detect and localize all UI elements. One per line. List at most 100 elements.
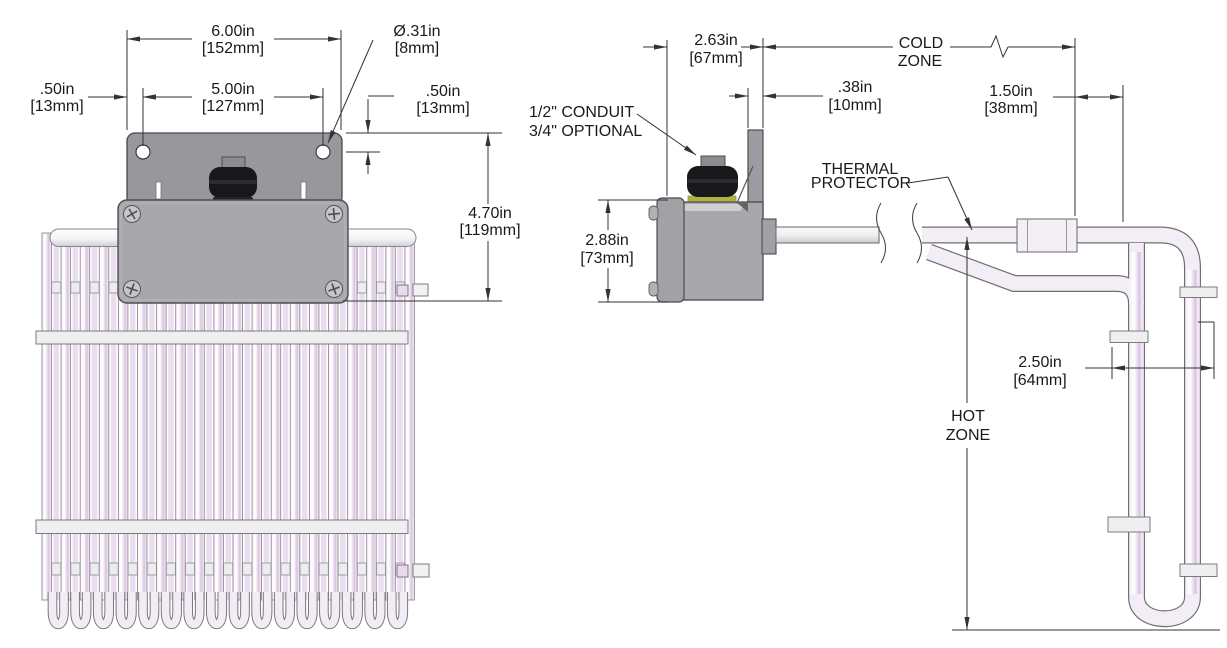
rear-tab [70,281,81,294]
back-tube [110,246,117,600]
front-tube-tint [1129,252,1144,594]
plate-slot-right [300,181,307,200]
tube-loop-fill [922,227,1200,626]
front-tube [60,232,72,601]
dim-width-mm: [152mm] [202,40,264,57]
front-tube [366,232,377,601]
side-tab-upper-inner [396,284,409,297]
dim-edge-mm: [13mm] [30,98,83,115]
gland-ring-side [687,179,738,183]
u-bend-fill [71,592,91,629]
tube-tab [1109,330,1149,343]
junction-box-side [648,129,777,303]
rear-tab [261,562,272,576]
dim-width-in: 6.00in [211,23,255,40]
element-side [775,202,1218,628]
flange-screw-bottom [648,281,659,297]
dim-edge-in: .50in [40,81,75,98]
leader-hole-dia [327,39,374,144]
dim-drop-mm: [13mm] [416,100,469,117]
bracket-notch [736,202,748,212]
bracket-gusset-edge [736,165,754,204]
u-bend-fill [93,592,114,629]
conduit-label-1: 1/2" CONDUIT [529,104,634,121]
back-tube [263,246,270,600]
dim-holes-in: 5.00in [211,81,255,98]
cold-zone-label-2: ZONE [898,53,942,70]
box-body-side [680,201,764,301]
leader-thermal-2 [947,176,973,231]
bottom-u-bends [47,592,409,630]
hot-zone-label-2: ZONE [946,427,990,444]
box-top-highlight [684,204,742,211]
dim-break-zigzag [985,34,1009,59]
u-bend-fill [387,592,408,629]
back-tube [321,246,327,600]
rear-tab [70,562,81,576]
tube-tab [1107,516,1151,533]
front-tube [347,232,358,601]
box-flange-side [656,197,685,303]
back-tube [206,246,212,600]
back-tube [378,246,384,600]
heating-element-front [35,228,430,630]
junction-box-front [117,199,349,304]
dim-bracket-in: .38in [838,79,873,96]
u-bend-fill [184,592,204,629]
rear-tab [242,562,253,576]
cover-screw [325,280,343,298]
mounting-hole-right [315,144,331,160]
rear-tab [146,562,157,576]
u-bend-fill [206,592,227,629]
dim-drop-in: .50in [426,83,461,100]
dim-tubedepth-mm: [64mm] [1013,372,1066,389]
dim-boxdepth-in: 2.63in [694,32,738,49]
dim-offset-mm: [38mm] [984,100,1037,117]
back-tube [130,246,136,600]
back-tube [72,246,79,600]
back-tube [168,246,174,600]
u-bend-fill [342,592,362,629]
back-tube [91,246,98,600]
side-tab-lower-inner [396,564,409,578]
cover-screw [123,205,141,223]
rear-tab [318,562,329,576]
dim-tubedepth-in: 2.50in [1018,354,1062,371]
rear-tab [204,562,215,576]
back-tube [301,246,308,600]
front-tube [98,232,110,601]
u-bend-fill [116,592,136,629]
u-bend-fill [320,592,340,629]
back-tube [282,246,289,600]
dim-holes-mm: [127mm] [202,98,264,115]
rear-tab [375,281,386,294]
dim-boxdepth-mm: [67mm] [689,50,742,67]
back-tube [359,246,365,600]
side-tab-upper-outer [412,283,429,297]
tube-exit-fitting [761,218,777,255]
back-tube [149,246,155,600]
cover-screw [123,280,141,298]
back-tube [244,246,251,600]
rear-tab [51,562,62,576]
mounting-hole-left [135,144,151,160]
rear-tab [356,562,367,576]
cold-pin-segment [775,226,880,244]
break-line-left [875,202,887,264]
junction-box-cover-highlight [120,202,346,301]
dim-offset-in: 1.50in [989,83,1033,100]
rear-tab [337,562,348,576]
back-tubes [53,246,403,600]
front-tube [41,232,52,601]
junction-box-cover [117,199,349,304]
u-bend-fill [48,592,68,629]
back-tube [187,246,193,600]
back-tube [340,246,346,600]
dim-boxheight-in: 2.88in [585,232,629,249]
rear-tab [184,562,195,576]
back-tube [225,246,231,600]
u-bend-fill [297,592,317,629]
dim-boxheight-mm: [73mm] [580,250,633,267]
mounting-collar [1016,218,1078,253]
